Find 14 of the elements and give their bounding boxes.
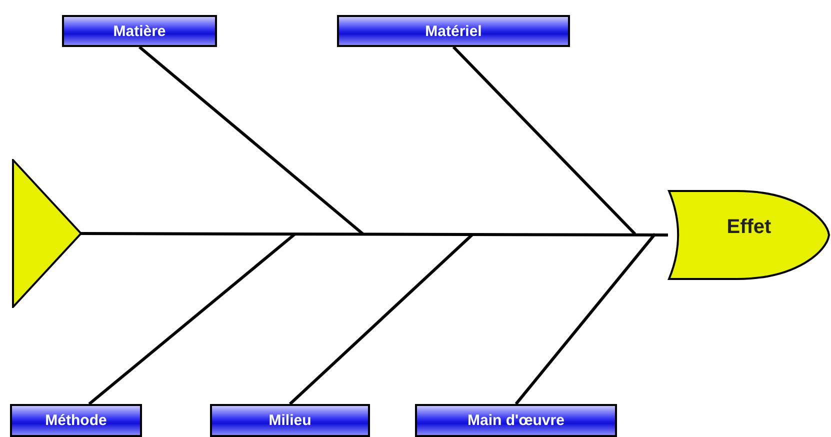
- bone-line: [452, 46, 636, 236]
- bone-line: [288, 232, 474, 406]
- category-label: Main d'œuvre: [415, 404, 617, 437]
- category-label: Matière: [62, 15, 217, 47]
- spine-line: [81, 232, 668, 236]
- category-label: Matériel: [337, 15, 570, 47]
- fish-tail: [12, 159, 82, 308]
- category-label: Milieu: [210, 404, 370, 437]
- effect-label: Effet: [726, 216, 772, 238]
- category-label: Méthode: [10, 404, 142, 437]
- fish-head: [667, 189, 831, 281]
- bone-line: [138, 46, 364, 236]
- bone-line: [514, 233, 656, 405]
- bone-line: [88, 232, 296, 406]
